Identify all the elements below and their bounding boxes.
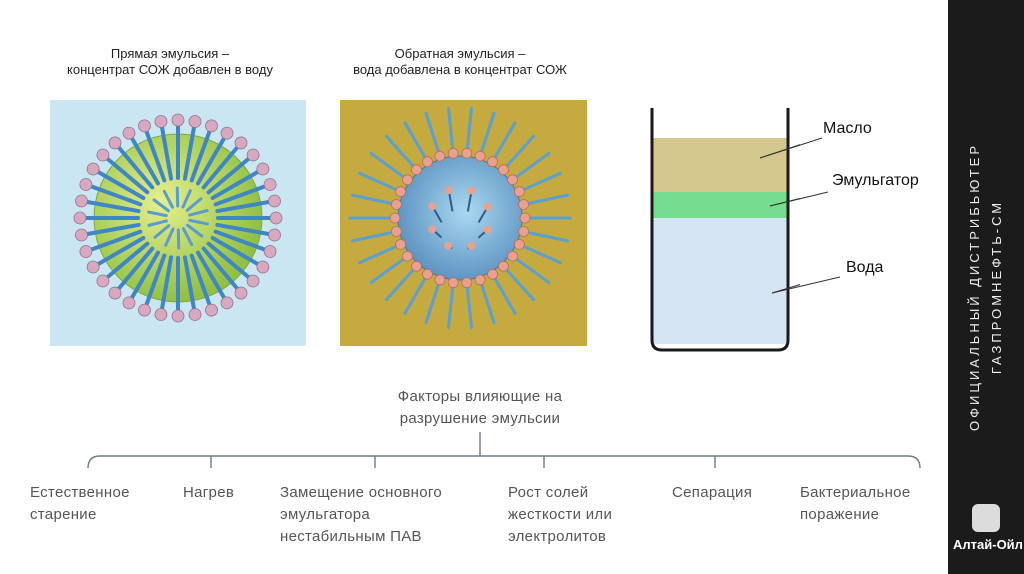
factor-bacterial: Бактериальное поражение: [800, 482, 910, 526]
factor-line: нестабильным ПАВ: [280, 526, 442, 548]
sidebar-vertical-text: ОФИЦИАЛЬНЫЙ ДИСТРИБЬЮТЕР ГАЗПРОМНЕФТЬ-СМ: [964, 143, 1008, 431]
altai-oil-logo-text: Алтай-Ойл: [953, 537, 1024, 552]
factor-emulsifier-replacement: Замещение основного эмульгатора нестабил…: [280, 482, 442, 548]
factor-separation: Сепарация: [672, 482, 752, 504]
factor-line: Бактериальное: [800, 482, 910, 504]
factor-line: Нагрев: [183, 482, 234, 504]
factor-hardness-salts: Рост солей жесткости или электролитов: [508, 482, 612, 548]
factor-heating: Нагрев: [183, 482, 234, 504]
factors-tree-connectors: [0, 0, 948, 480]
factor-line: эмульгатора: [280, 504, 442, 526]
factor-line: жесткости или: [508, 504, 612, 526]
factor-line: старение: [30, 504, 130, 526]
factor-line: Рост солей: [508, 482, 612, 504]
factor-line: электролитов: [508, 526, 612, 548]
factor-line: поражение: [800, 504, 910, 526]
sidebar-line2: ГАЗПРОМНЕФТЬ-СМ: [986, 143, 1008, 431]
factor-line: Сепарация: [672, 482, 752, 504]
factor-line: Замещение основного: [280, 482, 442, 504]
sidebar-line1: ОФИЦИАЛЬНЫЙ ДИСТРИБЬЮТЕР: [964, 143, 986, 431]
altai-oil-logo-icon: [972, 504, 1000, 532]
factor-line: Естественное: [30, 482, 130, 504]
factor-natural-aging: Естественное старение: [30, 482, 130, 526]
